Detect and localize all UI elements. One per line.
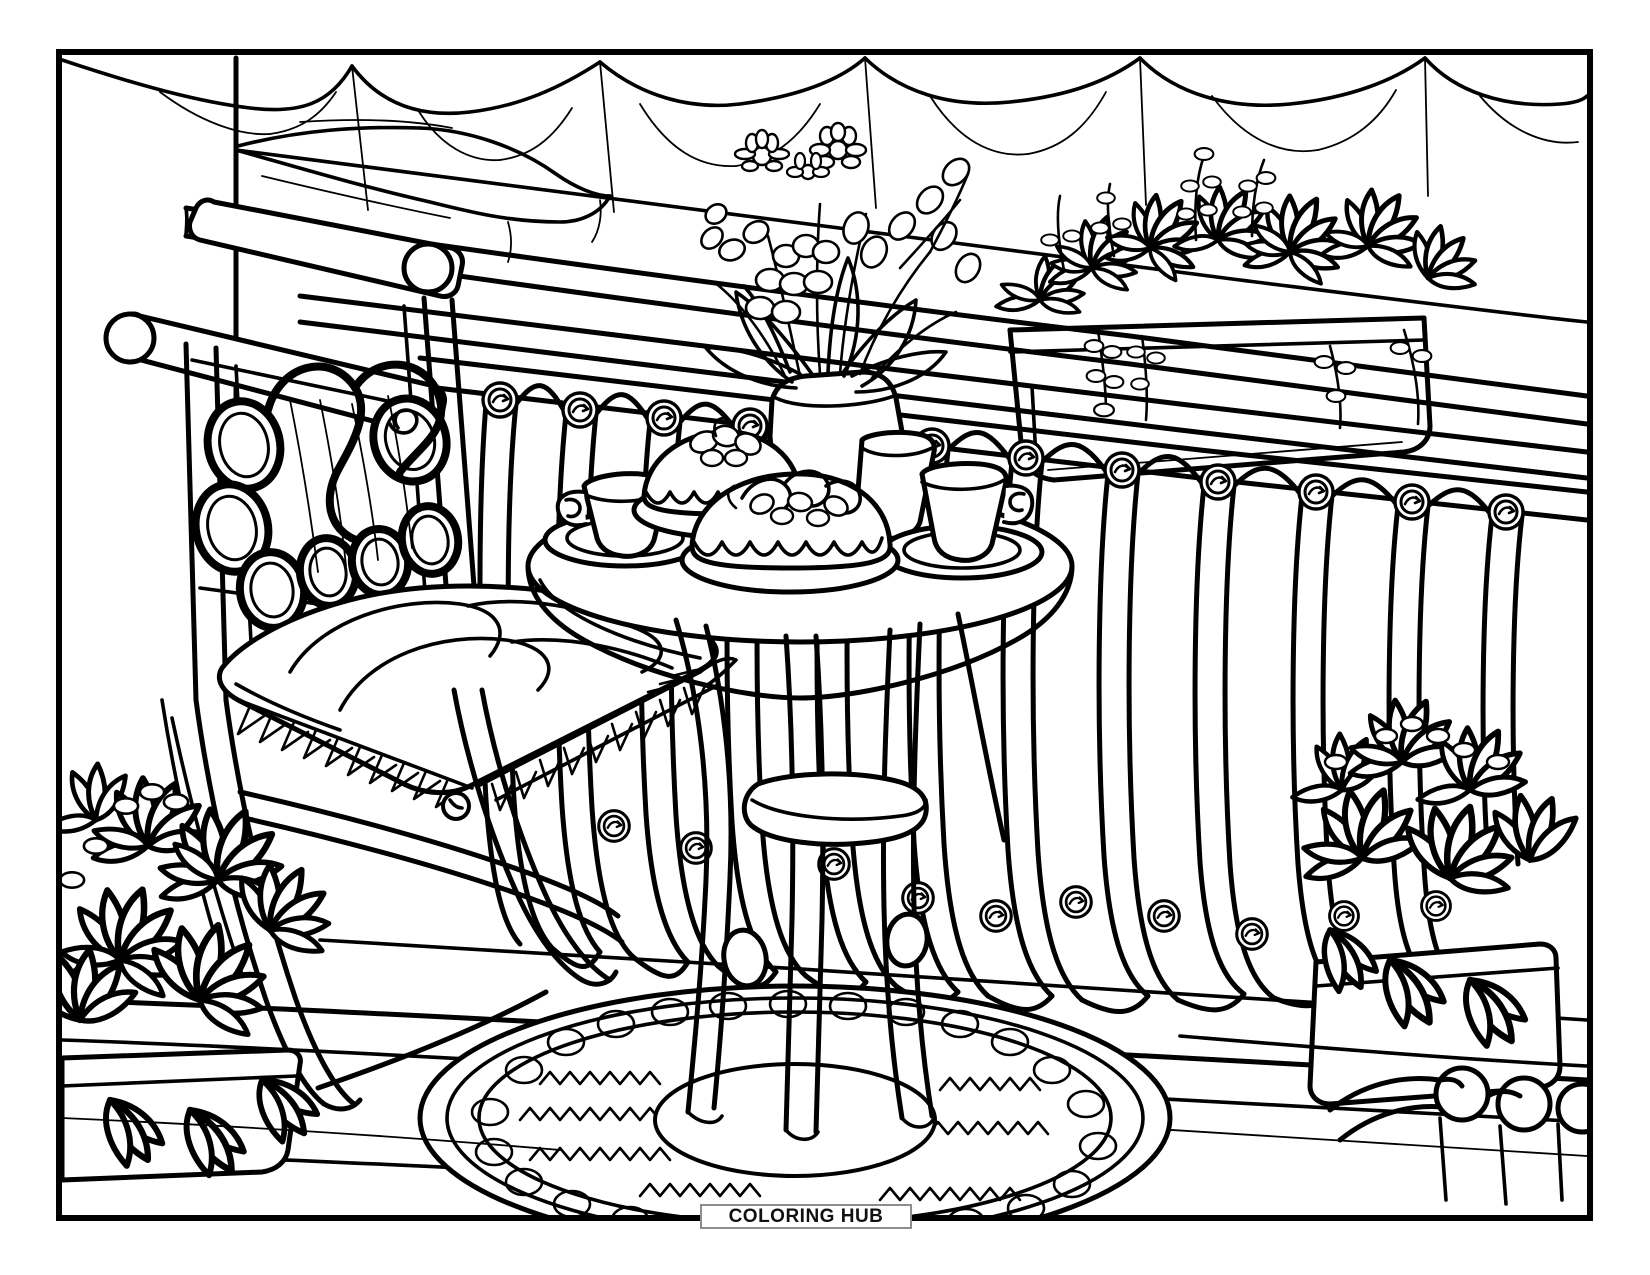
planter-trailing-sprigs: [1083, 328, 1433, 430]
tart-front-topping: [726, 469, 862, 528]
watermark-badge: COLORING HUB: [700, 1204, 912, 1229]
daisy-flower: [785, 151, 831, 181]
potted-shrub-left: [62, 764, 329, 1183]
chair-cushion: [216, 583, 738, 812]
watermark-label: COLORING HUB: [728, 1206, 884, 1227]
tart-back-topping: [689, 416, 762, 468]
planter-succulents: [994, 147, 1475, 430]
awning: [62, 56, 1587, 213]
wildflower-bouquet: [700, 121, 982, 394]
round-rug: [417, 983, 1173, 1215]
potted-shrub-right: [1292, 700, 1583, 1107]
table-collar: [741, 771, 929, 847]
chair-arm-fragment: [1327, 1065, 1587, 1206]
bistro-chair: [103, 197, 738, 1112]
flower-buds: [700, 157, 982, 325]
chair-scrollwork: [191, 360, 463, 632]
daisy-flower: [733, 128, 791, 173]
rug-braid-ring: [470, 989, 1118, 1215]
tart-front: [679, 469, 901, 595]
planter-upright-sprigs: [1040, 147, 1277, 272]
